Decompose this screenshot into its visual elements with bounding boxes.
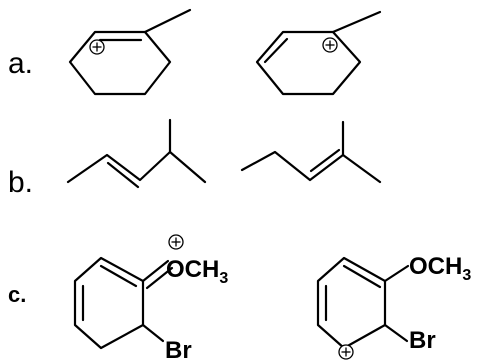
methyl-a1 [143,8,192,34]
row-label-c: c. [8,282,26,307]
structure-c1: OCH3 Br [73,234,228,362]
row-label-b: b. [8,166,33,199]
charge-c2 [338,344,354,360]
structure-b2 [240,120,382,184]
bromine-c1: Br [165,337,192,362]
chain-b2 [240,150,382,184]
c-o-bond-c1 [141,259,170,283]
ring-a2 [255,30,362,96]
c-br-bond-c2 [383,323,409,343]
structure-c2: OCH3 Br [316,253,471,360]
ome-group-c2: OCH3 [409,253,471,284]
double-bond-b2 [309,148,341,173]
double-bond-c1b [99,264,138,288]
chain-b1 [66,150,207,184]
methyl-a2 [331,10,382,34]
bromine-c2: Br [409,327,436,354]
structure-a2 [255,10,382,96]
ome-group-c1: OCH3 [166,256,228,287]
structure-b1 [66,118,207,189]
charge-a1 [89,39,105,55]
ring-a1 [68,30,172,96]
c-br-bond-c1 [141,323,165,343]
double-bond-a2 [263,37,289,64]
charge-c1 [168,234,184,250]
row-label-a: a. [8,47,33,80]
double-bond-b1 [106,161,140,189]
double-bond-c2b [342,264,382,289]
c-o-double-c1 [145,266,174,290]
charge-a2 [322,37,338,53]
structure-a1 [68,8,192,96]
c-o-bond-c2 [383,264,410,283]
